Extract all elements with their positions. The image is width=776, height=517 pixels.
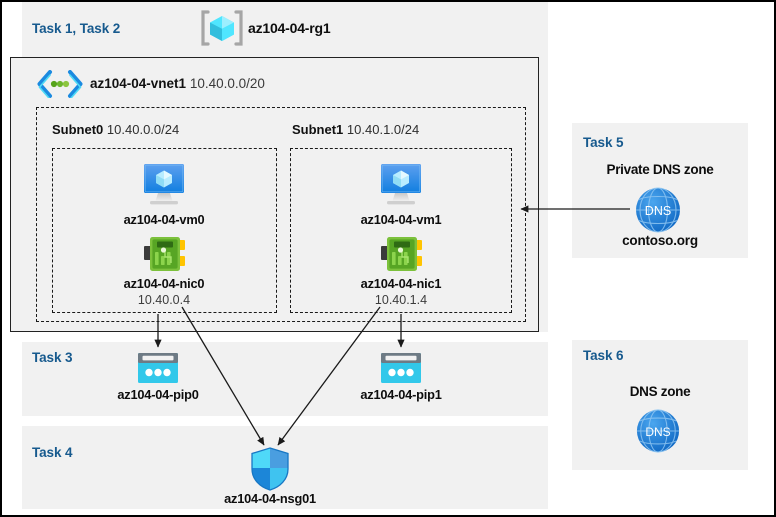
pip0-label: az104-04-pip0	[117, 387, 199, 402]
task-label-task4: Task 4	[32, 445, 73, 460]
dns-zone-icon: DNS	[634, 186, 682, 234]
private-dns-zone-name: contoso.org	[622, 233, 698, 248]
subnet0-cidr: 10.40.0.0/24	[106, 122, 180, 137]
pip1-label: az104-04-pip1	[360, 387, 442, 402]
resource-group-name: az104-04-rg1	[248, 20, 331, 36]
subnet1-name: Subnet1	[292, 122, 344, 137]
virtual-machine-icon	[373, 160, 429, 210]
nic0-ip: 10.40.0.4	[137, 293, 191, 307]
vm1-label: az104-04-vm1	[360, 212, 442, 227]
task3-panel	[22, 342, 548, 416]
nic1-label: az104-04-nic1	[360, 276, 442, 291]
subnet0-name: Subnet0	[52, 122, 104, 137]
svg-text:DNS: DNS	[645, 425, 670, 439]
nic1-ip: 10.40.1.4	[374, 293, 428, 307]
subnet1-title: Subnet1 10.40.1.0/24	[292, 122, 419, 137]
subnet0-title: Subnet0 10.40.0.0/24	[52, 122, 179, 137]
task-label-task3: Task 3	[32, 350, 73, 365]
svg-text:DNS: DNS	[645, 204, 671, 218]
network-interface-icon	[379, 234, 425, 274]
nsg-label: az104-04-nsg01	[224, 491, 316, 506]
network-interface-icon	[142, 234, 188, 274]
vnet-cidr: 10.40.0.0/20	[189, 76, 265, 91]
subnet0-box	[52, 148, 277, 313]
vm0-label: az104-04-vm0	[123, 212, 205, 227]
dns-zone-heading: DNS zone	[629, 384, 691, 399]
virtual-network-icon	[36, 70, 84, 98]
task-label-task6: Task 6	[583, 348, 624, 363]
private-dns-zone-heading: Private DNS zone	[606, 162, 714, 177]
vnet-container	[10, 57, 539, 332]
subnet1-box	[290, 148, 512, 313]
vnet-name: az104-04-vnet1	[90, 76, 187, 91]
nic0-label: az104-04-nic0	[123, 276, 205, 291]
public-ip-address-icon	[379, 352, 423, 384]
dns-zone-icon: DNS	[635, 408, 681, 454]
public-ip-address-icon	[136, 352, 180, 384]
subnet1-cidr: 10.40.1.0/24	[346, 122, 420, 137]
network-security-group-icon	[249, 446, 291, 492]
virtual-machine-icon	[136, 160, 192, 210]
task-label-task5: Task 5	[583, 135, 624, 150]
resource-group-icon	[200, 9, 244, 47]
task-label-task1-task2: Task 1, Task 2	[32, 21, 121, 36]
vnet-title: az104-04-vnet1 10.40.0.0/20	[90, 76, 265, 91]
